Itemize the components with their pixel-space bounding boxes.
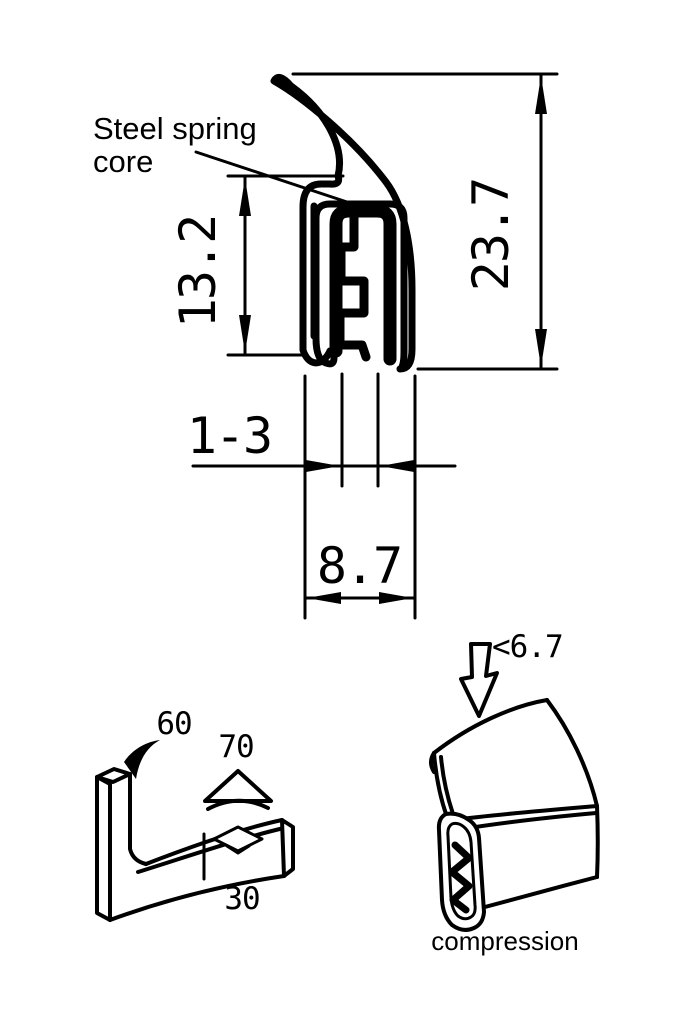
clamp-outer-outline xyxy=(436,811,486,932)
arrowhead-left xyxy=(380,460,414,472)
plate-top-face xyxy=(95,767,132,784)
bend-arrow-30-chevron xyxy=(225,844,251,855)
compression-label: compression xyxy=(431,926,578,956)
clamp-core-zigzag xyxy=(448,841,473,914)
rubber-profile-outline xyxy=(270,74,416,373)
seal-body-bottom-edge xyxy=(468,875,599,913)
flange-top-edge-inner xyxy=(136,826,286,874)
dimension-value-grip-range: 1-3 xyxy=(187,407,271,465)
dimension-value-overall-width: 8.7 xyxy=(317,537,401,595)
dimension-grip-range: 1-3 xyxy=(187,372,457,488)
seal-3d-view: <6.7 compression xyxy=(429,629,600,956)
dimension-value-compressed: <6.7 xyxy=(492,629,563,665)
flange-top-edge-outer xyxy=(144,818,284,866)
bend-value-30: 30 xyxy=(224,881,259,917)
dimension-value-overall-height: 23.7 xyxy=(462,179,520,291)
arrowhead-up xyxy=(239,178,251,216)
steel-core-label-line2: core xyxy=(93,144,153,179)
bend-arrow-70-arc xyxy=(206,798,270,811)
arrowhead-right xyxy=(379,592,413,604)
flange-end-face xyxy=(280,818,295,878)
seal-lip-tip-curl xyxy=(429,751,436,774)
dimension-overall-height: 23.7 xyxy=(291,72,559,371)
compression-arrow-icon xyxy=(459,642,499,718)
arrowhead-down xyxy=(535,329,547,367)
seal-lip-top-edge xyxy=(432,698,549,755)
steel-core-label-line1: Steel spring xyxy=(93,111,257,146)
clamp-inner-outline xyxy=(446,821,477,921)
dimension-overall-width: 8.7 xyxy=(303,374,417,620)
plate-front-edge xyxy=(128,772,148,866)
flange-bottom-edge xyxy=(108,874,286,922)
steel-core-fingers xyxy=(335,212,371,362)
arrowhead-down xyxy=(239,315,251,353)
bend-arrow-60-icon xyxy=(124,740,160,779)
steel-core xyxy=(329,204,397,366)
arrowhead-left xyxy=(307,592,341,604)
flange-3d-view: 60 70 30 xyxy=(95,706,295,922)
seal-lip-right-edge xyxy=(545,698,599,808)
dimension-core-height: 13.2 xyxy=(169,174,345,357)
bend-value-60: 60 xyxy=(156,706,191,742)
bend-arrow-70-icon xyxy=(203,769,273,803)
arrowhead-up xyxy=(535,76,547,114)
seal-lip-left-edge-inner xyxy=(439,755,455,816)
arrowhead-right xyxy=(306,460,340,472)
seal-body-right-edge xyxy=(595,804,600,879)
cross-section-view: Steel spring core 23.7 13.2 1- xyxy=(93,72,559,620)
plate-edge-face xyxy=(95,775,112,922)
dimension-value-core-height: 13.2 xyxy=(169,216,227,328)
bend-value-70: 70 xyxy=(218,729,253,765)
